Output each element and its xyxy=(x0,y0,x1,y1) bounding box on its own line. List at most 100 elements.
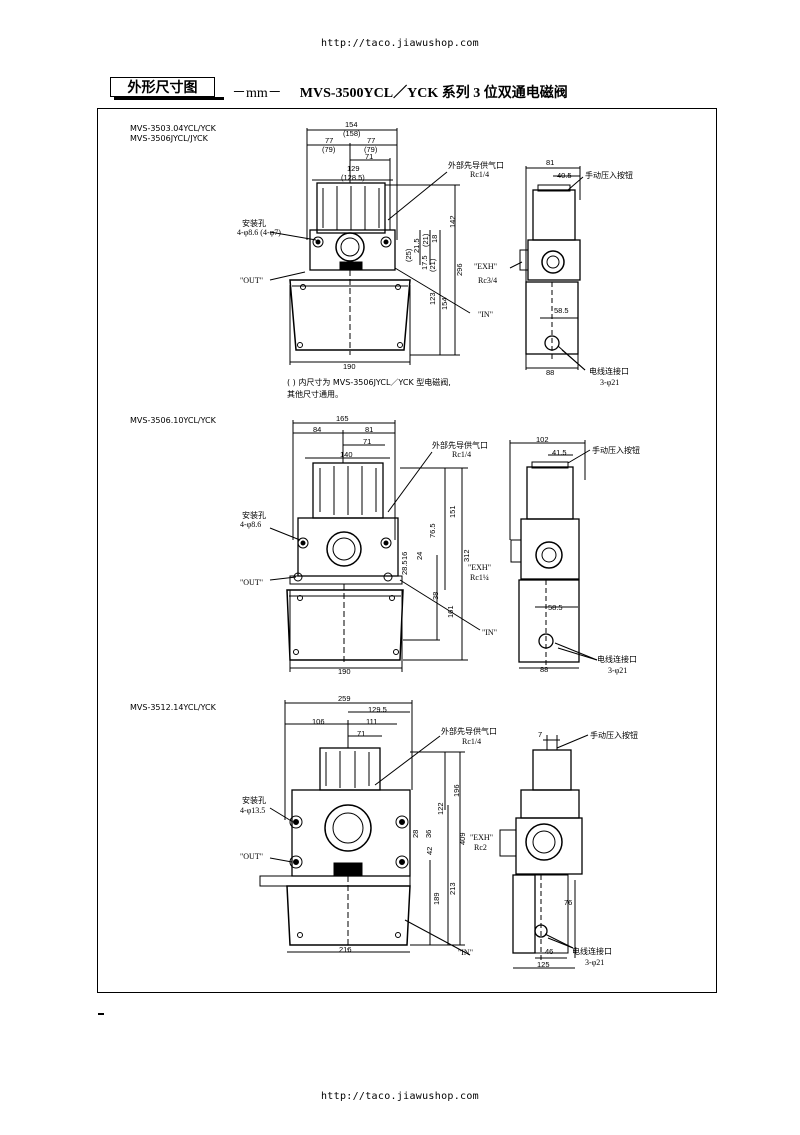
footer-url: http://taco.jiawushop.com xyxy=(320,1091,479,1102)
s1-wire-spec: 3-φ21 xyxy=(600,378,620,387)
s1-dim-77b: 77 xyxy=(367,136,376,145)
s2-model: MVS-3506.10YCL/YCK xyxy=(130,416,216,425)
s1-dim-190: 190 xyxy=(343,362,356,371)
s1-front-view xyxy=(269,128,471,365)
s2-dim-165: 165 xyxy=(336,414,349,423)
s2-pilot-label: 外部先导供气口 xyxy=(432,441,488,450)
s2-dim-415: 41.5 xyxy=(552,448,567,457)
s1-dim-18: 18 xyxy=(430,234,439,243)
s1-dim-79a: (79) xyxy=(322,145,336,154)
s1-dim-77a: 77 xyxy=(325,136,334,145)
s2-dim-84: 84 xyxy=(313,425,322,434)
s3-dim-71: 71 xyxy=(357,729,366,738)
s2-in-label: "IN" xyxy=(482,628,497,637)
s1-dim-71: 71 xyxy=(365,152,374,161)
s3-dim-76: 76 xyxy=(564,898,573,907)
s1-mount-hole-label: 安装孔 xyxy=(242,219,266,228)
s2-dim-151: 151 xyxy=(448,505,457,518)
s1-dim-88: 88 xyxy=(546,368,555,377)
s1-manual-label: 手动压入按钮 xyxy=(585,171,633,180)
s3-dim-125: 125 xyxy=(537,960,550,969)
s1-dim-129: 129 xyxy=(347,164,360,173)
s3-dim-28: 28 xyxy=(411,829,420,838)
s2-dim-585: 58.5 xyxy=(548,603,563,612)
s2-pilot-spec: Rc1/4 xyxy=(452,450,472,459)
s1-dim-296: 296 xyxy=(455,263,464,276)
s1-note-2: 其他尺寸通用。 xyxy=(287,390,343,399)
s2-dim-312: 312 xyxy=(462,549,471,562)
drawing-frame xyxy=(97,108,717,993)
s2-manual-label: 手动压入按钮 xyxy=(592,446,640,455)
s1-dim-1285: (128.5) xyxy=(341,173,365,182)
s2-dim-81: 81 xyxy=(365,425,374,434)
s2-out-label: "OUT" xyxy=(240,578,263,587)
s3-manual-label: 手动压入按钮 xyxy=(590,731,638,740)
s2-wire-spec: 3-φ21 xyxy=(608,666,628,675)
s3-dim-1295: 129.5 xyxy=(368,705,387,714)
s1-out-label: "OUT" xyxy=(240,276,263,285)
s1-model-1: MVS-3503.04YCL/YCK xyxy=(130,124,216,133)
s3-exh-spec: Rc2 xyxy=(474,843,487,852)
header-url: http://taco.jiawushop.com xyxy=(320,38,479,49)
s1-dim-154: 154 xyxy=(345,120,358,129)
s3-wire-spec: 3-φ21 xyxy=(585,958,605,967)
s1-dim-215: 21.5 xyxy=(412,238,421,253)
s2-exh-label: "EXH" xyxy=(468,563,491,572)
unit-label: －mm－ xyxy=(232,86,282,101)
s1-dim-585: 58.5 xyxy=(554,306,569,315)
s3-dim-409: 409 xyxy=(458,832,467,845)
s2-front-view xyxy=(269,420,481,672)
s3-out-label: "OUT" xyxy=(240,852,263,861)
s2-dim-16: 16 xyxy=(400,551,409,560)
s3-dim-42: 42 xyxy=(425,846,434,855)
s1-dim-154v: 154 xyxy=(440,297,449,310)
s1-pilot-label: 外部先导供气口 xyxy=(448,161,504,170)
s1-exh-spec: Rc3/4 xyxy=(478,276,498,285)
s3-dim-106: 106 xyxy=(312,717,325,726)
s2-dim-71: 71 xyxy=(363,437,372,446)
margin-mark xyxy=(98,1013,104,1015)
s1-dim-123: 123 xyxy=(428,292,437,305)
s1-dim-158: (158) xyxy=(343,129,361,138)
s1-wire-label: 电线连接口 xyxy=(589,367,629,376)
s3-dim-213: 213 xyxy=(448,882,457,895)
s3-pilot-spec: Rc1/4 xyxy=(462,737,482,746)
s3-mount-hole-spec: 4-φ13.5 xyxy=(240,806,266,815)
s3-mount-hole-label: 安装孔 xyxy=(242,796,266,805)
s3-exh-label: "EXH" xyxy=(470,833,493,842)
s3-side-view xyxy=(499,734,589,969)
s1-exh-label: "EXH" xyxy=(474,262,497,271)
s3-front-view xyxy=(259,700,471,956)
s3-dim-259: 259 xyxy=(338,694,351,703)
s2-dim-88: 88 xyxy=(540,665,549,674)
s2-exh-spec: Rc1¼ xyxy=(470,573,489,582)
s2-dim-38: 38 xyxy=(431,591,440,600)
series-title: MVS-3500YCL／YCK 系列 3 位双通电磁阀 xyxy=(299,86,568,101)
s1-dim-25: (25) xyxy=(404,248,413,262)
s3-in-label: "IN" xyxy=(458,948,473,957)
s1-dim-142: 142 xyxy=(448,215,457,228)
s1-mount-hole-spec: 4-φ8.6 (4-φ7) xyxy=(237,228,281,237)
s2-mount-hole-label: 安装孔 xyxy=(242,511,266,520)
s2-dim-285: 28.5 xyxy=(400,560,409,575)
s2-dim-140: 140 xyxy=(340,450,353,459)
s1-note-1: ( ) 内尺寸为 MVS-3506JYCL／YCK 型电磁阀, xyxy=(287,378,451,387)
s3-dim-7: 7 xyxy=(538,730,543,739)
s2-dim-24: 24 xyxy=(415,551,424,560)
s1-dim-79b: (79) xyxy=(364,145,378,154)
page-title: －mm－ MVS-3500YCL／YCK 系列 3 位双通电磁阀 xyxy=(232,82,568,102)
s2-dim-102: 102 xyxy=(536,435,549,444)
s1-dim-21a: (21) xyxy=(421,233,430,247)
s2-wire-label: 电线连接口 xyxy=(597,655,637,664)
s1-model-2: MVS-3506JYCL/JYCK xyxy=(130,134,208,143)
title-box: 外形尺寸图 xyxy=(110,77,224,100)
s1-in-label: "IN" xyxy=(478,310,493,319)
s1-dim-21b: (21) xyxy=(428,258,437,272)
s2-dim-765: 76.5 xyxy=(428,523,437,538)
s2-side-view xyxy=(509,440,598,669)
s1-dim-81: 81 xyxy=(546,158,555,167)
s3-dim-216: 216 xyxy=(339,945,352,954)
s1-dim-405: 40.5 xyxy=(557,171,572,180)
s3-dim-189: 189 xyxy=(432,892,441,905)
